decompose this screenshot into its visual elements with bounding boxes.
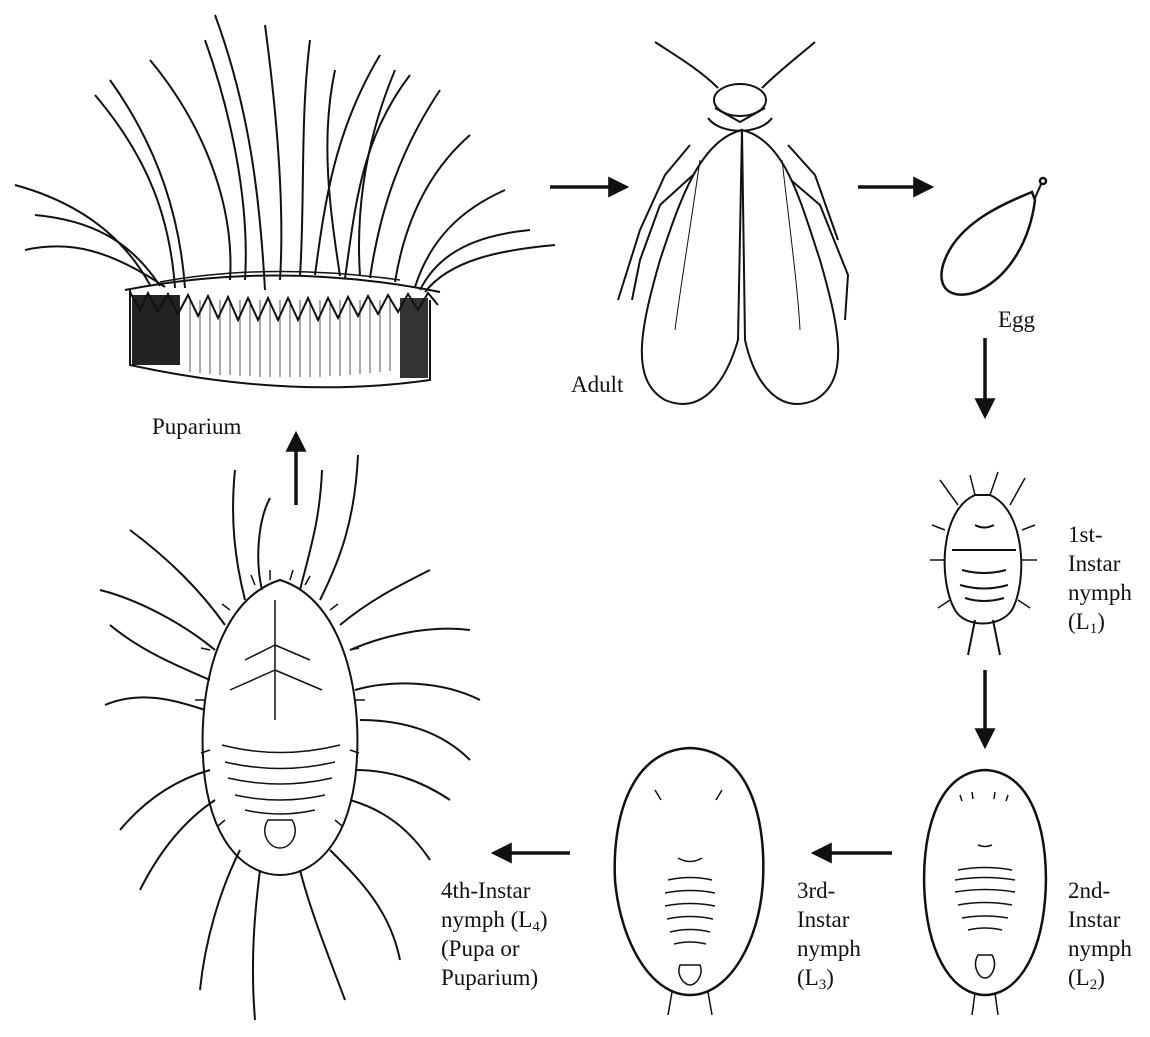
label-l3-line1: 3rd- xyxy=(797,876,861,905)
puparium-drawing xyxy=(15,15,555,387)
label-l3-close: ) xyxy=(826,965,834,990)
label-l3-open: (L xyxy=(797,965,819,990)
label-l4-line2b: ) xyxy=(540,907,548,932)
label-l1: 1st- Instar nymph (L1) xyxy=(1068,520,1132,636)
label-l3: 3rd- Instar nymph (L3) xyxy=(797,876,861,992)
label-l2-line4: (L2) xyxy=(1068,963,1132,992)
label-l1-close: ) xyxy=(1097,609,1105,634)
label-l1-line4: (L1) xyxy=(1068,607,1132,636)
label-l4-line2: nymph (L4) xyxy=(441,905,548,934)
nymph-l3-drawing xyxy=(615,748,764,1015)
label-l3-line3: nymph xyxy=(797,934,861,963)
nymph-l2-drawing xyxy=(924,770,1046,1015)
label-adult: Adult xyxy=(571,370,623,399)
label-l2: 2nd- Instar nymph (L2) xyxy=(1068,876,1132,992)
label-l3-line4: (L3) xyxy=(797,963,861,992)
label-l1-line1: 1st- xyxy=(1068,520,1132,549)
label-l1-line2: Instar xyxy=(1068,549,1132,578)
label-l1-open: (L xyxy=(1068,609,1090,634)
label-l4: 4th-Instar nymph (L4) (Pupa or Puparium) xyxy=(441,876,548,992)
label-l3-line2: Instar xyxy=(797,905,861,934)
label-puparium: Puparium xyxy=(152,412,241,441)
label-l4-line4: Puparium) xyxy=(441,963,548,992)
adult-whitefly-drawing xyxy=(618,42,848,404)
label-l4-sub: 4 xyxy=(532,919,540,935)
label-l4-line2a: nymph (L xyxy=(441,907,532,932)
label-l2-close: ) xyxy=(1097,965,1105,990)
label-egg: Egg xyxy=(998,305,1035,334)
label-l2-open: (L xyxy=(1068,965,1090,990)
label-l4-line1: 4th-Instar xyxy=(441,876,548,905)
label-l2-line2: Instar xyxy=(1068,905,1132,934)
nymph-l1-drawing xyxy=(930,472,1037,655)
label-l2-line1: 2nd- xyxy=(1068,876,1132,905)
label-l2-line3: nymph xyxy=(1068,934,1132,963)
label-l1-line3: nymph xyxy=(1068,578,1132,607)
label-l4-line3: (Pupa or xyxy=(441,934,548,963)
nymph-l4-drawing xyxy=(100,455,480,1020)
egg-drawing xyxy=(941,178,1046,295)
